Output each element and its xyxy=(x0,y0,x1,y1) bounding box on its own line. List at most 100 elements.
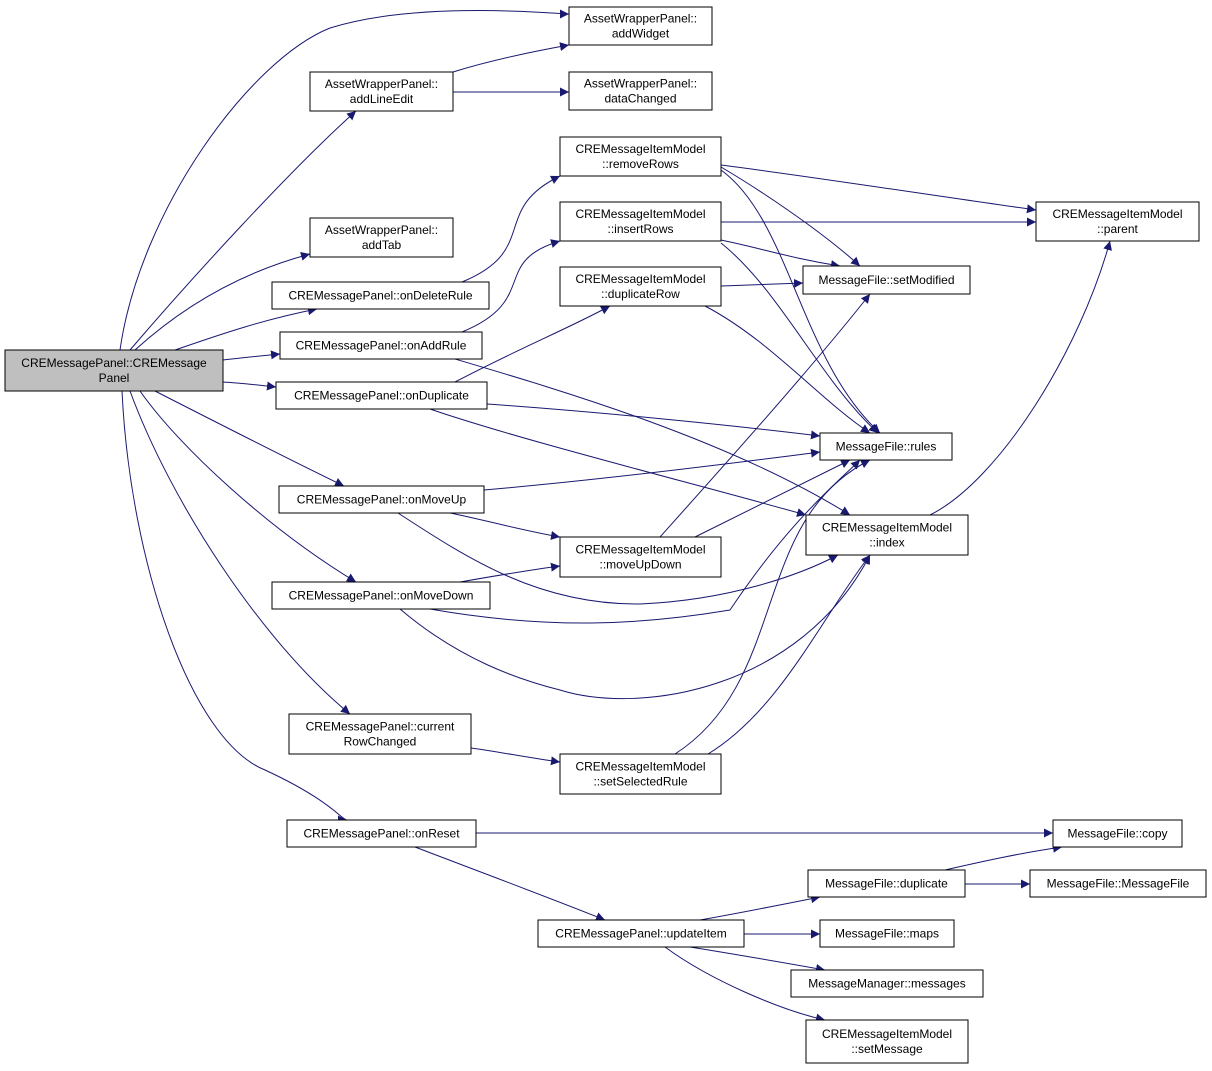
node-label: ::index xyxy=(869,536,904,550)
node-label: CREMessageItemModel xyxy=(575,207,705,221)
node-updateItem[interactable]: CREMessagePanel::updateItem xyxy=(537,919,745,948)
node-duplicate[interactable]: MessageFile::duplicate xyxy=(807,869,966,898)
edge-line xyxy=(429,408,807,517)
edges xyxy=(119,9,1112,1023)
node-box xyxy=(790,969,984,998)
edge-duplicate-to-copy xyxy=(944,843,1063,871)
node-onReset[interactable]: CREMessagePanel::onReset xyxy=(286,819,477,848)
edge-removeRows-to-setModified xyxy=(720,166,861,267)
edge-root-to-onReset xyxy=(121,390,348,825)
edge-line xyxy=(720,166,861,267)
edge-onAddRule-to-index xyxy=(454,358,851,516)
edge-line xyxy=(399,554,871,700)
node-box xyxy=(286,819,477,848)
node-messages[interactable]: MessageManager::messages xyxy=(790,969,984,998)
edge-updateItem-to-setMessage xyxy=(664,946,826,1023)
node-onMoveUp[interactable]: CREMessagePanel::onMoveUp xyxy=(278,485,485,514)
edge-root-to-currentRowChanged xyxy=(129,390,351,715)
edge-root-to-onDuplicate xyxy=(222,381,277,391)
node-label: ::parent xyxy=(1097,222,1138,236)
node-addLineEdit[interactable]: AssetWrapperPanel::addLineEdit xyxy=(309,71,454,112)
node-box xyxy=(568,71,713,111)
edge-root-to-onMoveUp xyxy=(154,390,345,487)
edge-onDuplicate-to-index xyxy=(429,408,807,517)
node-onMoveDown[interactable]: CREMessagePanel::onMoveDown xyxy=(271,581,491,610)
node-rules[interactable]: MessageFile::rules xyxy=(819,432,953,461)
node-label: ::setSelectedRule xyxy=(593,775,687,789)
edge-line xyxy=(720,239,841,270)
node-onAddRule[interactable]: CREMessagePanel::onAddRule xyxy=(279,331,483,360)
node-box xyxy=(537,919,745,948)
node-label: CREMessageItemModel xyxy=(1052,207,1182,221)
edge-line xyxy=(454,305,611,383)
edge-line xyxy=(134,251,311,351)
node-addWidget[interactable]: AssetWrapperPanel::addWidget xyxy=(568,6,713,46)
node-label: ::removeRows xyxy=(602,157,679,171)
edge-updateItem-to-messages xyxy=(689,946,826,973)
node-label: CREMessageItemModel xyxy=(822,1027,952,1041)
node-removeRows[interactable]: CREMessageItemModel::removeRows xyxy=(559,136,722,177)
node-messageFileCtor[interactable]: MessageFile::MessageFile xyxy=(1029,869,1207,898)
node-setSelectedRule[interactable]: CREMessageItemModel::setSelectedRule xyxy=(559,753,722,795)
edge-setSelectedRule-to-index xyxy=(707,554,871,755)
edge-onMoveUp-to-rules xyxy=(483,448,821,491)
edge-line xyxy=(121,390,348,825)
edge-line xyxy=(449,512,561,540)
node-label: MessageFile::MessageFile xyxy=(1047,877,1190,891)
node-insertRows[interactable]: CREMessageItemModel::insertRows xyxy=(559,201,722,242)
edge-onMoveUp-to-index xyxy=(397,512,839,605)
node-label: CREMessagePanel::onDuplicate xyxy=(294,389,469,403)
node-label: ::setMessage xyxy=(851,1042,923,1056)
edge-line xyxy=(397,512,839,605)
node-label: dataChanged xyxy=(604,92,676,106)
edge-onMoveDown-to-index xyxy=(399,554,871,700)
node-copy[interactable]: MessageFile::copy xyxy=(1052,819,1183,848)
node-box xyxy=(278,485,485,514)
edge-line xyxy=(139,390,357,583)
node-index[interactable]: CREMessageItemModel::index xyxy=(805,514,969,556)
edge-currentRowChanged-to-setSelectedRule xyxy=(470,747,561,766)
node-label: addLineEdit xyxy=(350,92,414,106)
edge-line xyxy=(929,240,1112,516)
node-moveUpDown[interactable]: CREMessageItemModel::moveUpDown xyxy=(559,536,722,578)
node-label: AssetWrapperPanel:: xyxy=(325,77,438,91)
node-box xyxy=(559,201,722,242)
node-label: addTab xyxy=(362,238,402,252)
node-parent[interactable]: CREMessageItemModel::parent xyxy=(1035,201,1200,242)
node-box xyxy=(559,753,722,795)
edge-line xyxy=(119,9,570,351)
node-addTab[interactable]: AssetWrapperPanel::addTab xyxy=(309,217,454,258)
edge-line xyxy=(459,562,561,583)
node-setMessage[interactable]: CREMessageItemModel::setMessage xyxy=(805,1019,969,1064)
node-label: CREMessagePanel::onMoveDown xyxy=(289,589,474,603)
edge-line xyxy=(720,278,804,288)
node-onDeleteRule[interactable]: CREMessagePanel::onDeleteRule xyxy=(271,281,490,310)
node-duplicateRow[interactable]: CREMessageItemModel::duplicateRow xyxy=(559,266,722,307)
node-box xyxy=(275,381,488,410)
node-dataChanged[interactable]: AssetWrapperPanel::dataChanged xyxy=(568,71,713,111)
node-label: MessageFile::maps xyxy=(835,927,939,941)
edge-line xyxy=(707,554,871,755)
node-label: ::moveUpDown xyxy=(599,558,681,572)
node-label: CREMessageItemModel xyxy=(575,272,705,286)
node-label: AssetWrapperPanel:: xyxy=(584,12,697,26)
edge-line xyxy=(452,42,570,73)
node-box xyxy=(559,536,722,578)
edge-root-to-addWidget xyxy=(119,9,570,351)
edge-onReset-to-updateItem xyxy=(414,846,606,921)
edge-line xyxy=(699,894,821,921)
node-label: MessageFile::copy xyxy=(1067,827,1167,841)
node-label: AssetWrapperPanel:: xyxy=(325,223,438,237)
edge-duplicateRow-to-rules xyxy=(704,305,871,434)
node-setModified[interactable]: MessageFile::setModified xyxy=(802,265,971,295)
node-onDuplicate[interactable]: CREMessagePanel::onDuplicate xyxy=(275,381,488,410)
edge-onDeleteRule-to-removeRows xyxy=(461,175,561,283)
node-maps[interactable]: MessageFile::maps xyxy=(819,919,955,948)
node-root[interactable]: CREMessagePanel::CREMessagePanel xyxy=(4,349,224,392)
node-label: CREMessagePanel::CREMessage xyxy=(21,356,207,370)
node-label: MessageFile::duplicate xyxy=(825,877,948,891)
edge-root-to-onAddRule xyxy=(222,350,281,361)
node-box xyxy=(819,919,955,948)
